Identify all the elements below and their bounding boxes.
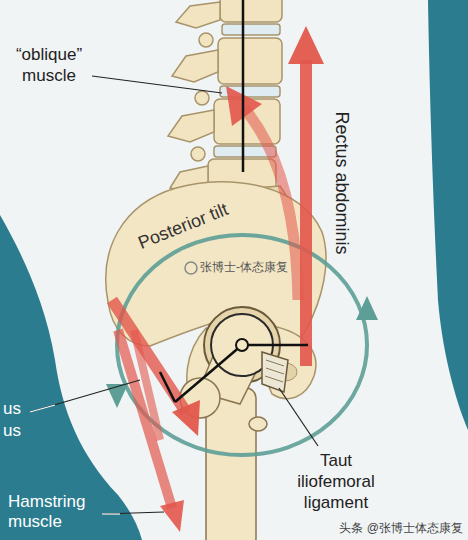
vertebral-body bbox=[218, 38, 282, 84]
motion-label: Posterior tilt bbox=[135, 198, 231, 254]
muscle-label: Hamstring muscle bbox=[8, 492, 100, 532]
moment-arm bbox=[160, 372, 175, 402]
leader-line bbox=[30, 380, 140, 412]
rectus-arrow-shaft bbox=[300, 60, 312, 366]
facet bbox=[191, 147, 205, 161]
rotation-arrowhead bbox=[356, 296, 378, 320]
disc bbox=[222, 24, 280, 35]
moment-arm bbox=[175, 345, 242, 402]
rotation-circle bbox=[117, 235, 367, 455]
facet bbox=[195, 91, 209, 105]
right-ground bbox=[428, 0, 468, 430]
spine bbox=[168, 0, 282, 192]
lesser-trochanter bbox=[249, 417, 267, 431]
gluteus-arrow-head bbox=[172, 400, 200, 436]
muscle-label: Rectus abdominis bbox=[331, 111, 353, 254]
leader-line bbox=[102, 512, 164, 514]
moment-arm bbox=[242, 344, 308, 347]
leader-lines bbox=[30, 76, 318, 514]
spinous-process bbox=[168, 110, 214, 142]
leader-line bbox=[30, 405, 55, 412]
hamstring-arrow-head bbox=[160, 500, 184, 532]
ligament-label: Taut iliofemoral ligament bbox=[286, 450, 386, 513]
gravity-line bbox=[242, 0, 245, 172]
hamstring-arrow-shaft bbox=[134, 330, 160, 440]
watermark: 张博士-体态康复 bbox=[200, 260, 288, 274]
leader-line bbox=[279, 388, 318, 446]
vertebral-body bbox=[220, 0, 282, 22]
rotation-arrowhead bbox=[106, 384, 128, 408]
watermark: 头条 @张博士体态康复 bbox=[339, 521, 463, 535]
rectus-arrow-head bbox=[288, 26, 324, 64]
muscle-label: “oblique” muscle bbox=[6, 44, 92, 86]
leader-line bbox=[92, 76, 222, 93]
ligament-fibres bbox=[265, 360, 284, 382]
iliofemoral-ligament bbox=[262, 352, 288, 392]
facet bbox=[199, 33, 213, 47]
watermark-icon bbox=[185, 262, 197, 274]
rotation-arrow bbox=[117, 235, 367, 455]
spinous-process bbox=[172, 50, 218, 82]
hamstring-arrow-shaft bbox=[118, 330, 172, 508]
lever-lines bbox=[160, 0, 308, 402]
spinous-process bbox=[176, 2, 220, 28]
muscle-arrows bbox=[112, 26, 324, 532]
leader-line bbox=[102, 513, 120, 514]
hip-axis bbox=[236, 339, 248, 351]
muscle-label: us us bbox=[3, 398, 29, 442]
